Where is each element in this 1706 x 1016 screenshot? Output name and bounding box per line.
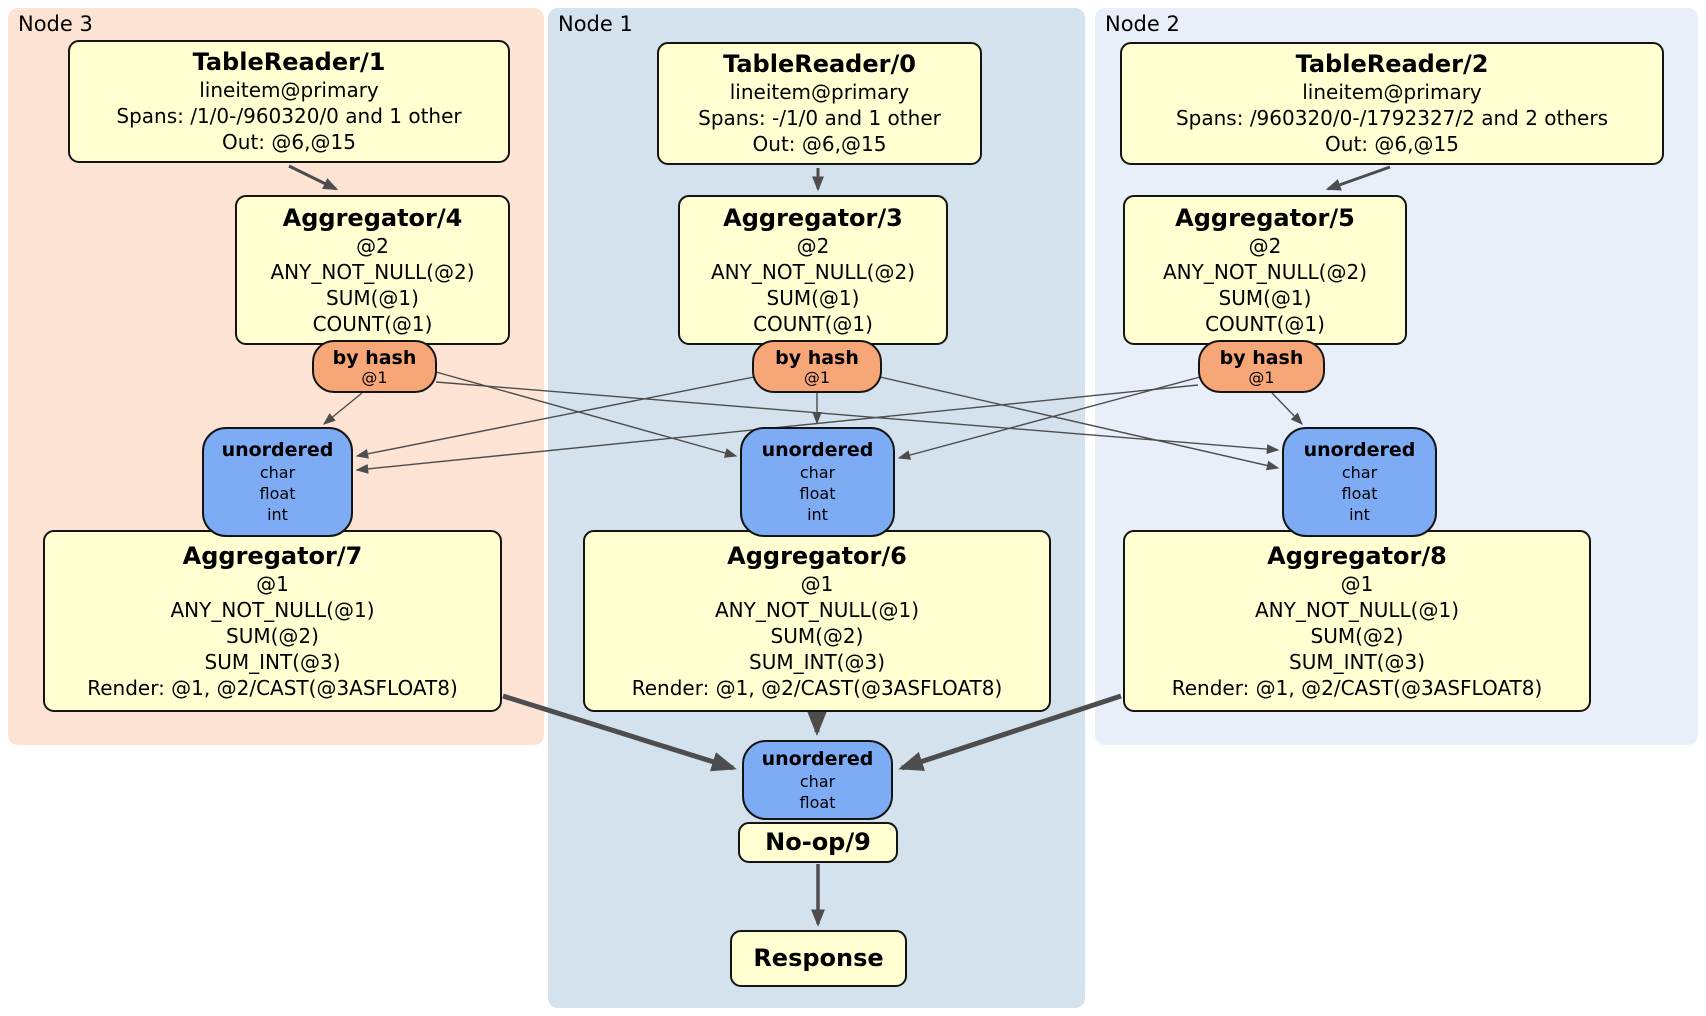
- sync-title: unordered: [1303, 439, 1416, 461]
- router-title: by hash: [332, 346, 417, 369]
- unordered-sync-node1: unordered char float int: [740, 427, 895, 537]
- processor-title: Response: [753, 944, 884, 972]
- processor-detail: Spans: /1/0-/960320/0 and 1 other: [116, 104, 462, 128]
- processor-detail: COUNT(@1): [753, 311, 873, 336]
- processor-detail: ANY_NOT_NULL(@1): [1255, 597, 1459, 622]
- processor-detail: lineitem@primary: [199, 78, 379, 102]
- processor-detail: Out: @6,@15: [222, 130, 356, 154]
- by-hash-router-node2: by hash @1: [1198, 340, 1325, 393]
- processor-detail: COUNT(@1): [312, 311, 433, 336]
- processor-detail: Render: @1, @2/CAST(@3ASFLOAT8): [87, 675, 458, 700]
- unordered-sync-node2: unordered char float int: [1282, 427, 1437, 537]
- aggregator-3-box: Aggregator/3 @2 ANY_NOT_NULL(@2) SUM(@1)…: [678, 195, 948, 345]
- processor-title: Aggregator/7: [182, 541, 363, 570]
- tablereader-1-box: TableReader/1 lineitem@primary Spans: /1…: [68, 40, 510, 163]
- aggregator-4-box: Aggregator/4 @2 ANY_NOT_NULL(@2) SUM(@1)…: [235, 195, 510, 345]
- processor-detail: lineitem@primary: [1302, 80, 1482, 104]
- processor-detail: @1: [256, 571, 289, 596]
- processor-detail: SUM(@2): [226, 623, 319, 648]
- processor-title: TableReader/0: [723, 50, 916, 78]
- sync-column-type: float: [259, 484, 296, 503]
- sync-column-type: float: [1341, 484, 1378, 503]
- processor-title: Aggregator/3: [723, 203, 903, 232]
- processor-detail: Spans: /960320/0-/1792327/2 and 2 others: [1175, 106, 1608, 130]
- router-title: by hash: [1219, 346, 1304, 369]
- processor-title: Aggregator/5: [1175, 203, 1355, 232]
- processor-detail: ANY_NOT_NULL(@2): [711, 259, 915, 284]
- node-group-label: Node 2: [1105, 12, 1180, 36]
- noop-9-box: No-op/9: [738, 822, 898, 863]
- processor-title: TableReader/1: [192, 48, 386, 76]
- processor-detail: SUM(@2): [1310, 623, 1404, 648]
- sync-column-type: char: [1341, 463, 1378, 482]
- processor-detail: COUNT(@1): [1205, 311, 1325, 336]
- sync-title: unordered: [761, 747, 874, 770]
- processor-detail: Out: @6,@15: [1325, 132, 1459, 156]
- processor-detail: Spans: -/1/0 and 1 other: [698, 106, 941, 130]
- sync-column-type: char: [799, 771, 836, 791]
- processor-detail: @1: [1340, 571, 1374, 596]
- processor-detail: ANY_NOT_NULL(@1): [715, 597, 919, 622]
- processor-detail: SUM(@1): [766, 285, 860, 310]
- sync-column-type: float: [799, 792, 836, 812]
- processor-detail: SUM(@1): [1218, 285, 1312, 310]
- tablereader-edges: [288, 164, 1391, 192]
- processor-detail: @1: [800, 571, 834, 596]
- aggregator-7-box: Aggregator/7 @1 ANY_NOT_NULL(@1) SUM(@2)…: [43, 530, 502, 712]
- processor-detail: @2: [1248, 233, 1282, 258]
- final-merge-edges: [502, 693, 1122, 772]
- sync-title: unordered: [761, 439, 874, 461]
- aggregator-8-box: Aggregator/8 @1 ANY_NOT_NULL(@1) SUM(@2)…: [1123, 530, 1591, 712]
- router-title: by hash: [775, 346, 859, 369]
- processor-title: TableReader/2: [1295, 50, 1489, 78]
- tablereader-0-box: TableReader/0 lineitem@primary Spans: -/…: [657, 42, 982, 165]
- aggregator-5-box: Aggregator/5 @2 ANY_NOT_NULL(@2) SUM(@1)…: [1123, 195, 1407, 345]
- processor-detail: Render: @1, @2/CAST(@3ASFLOAT8): [631, 675, 1003, 700]
- aggregator-6-box: Aggregator/6 @1 ANY_NOT_NULL(@1) SUM(@2)…: [583, 530, 1051, 712]
- node-group-label: Node 3: [18, 12, 93, 36]
- router-columns: @1: [803, 367, 831, 387]
- router-columns: @1: [361, 367, 388, 387]
- processor-detail: SUM_INT(@3): [204, 649, 341, 674]
- processor-detail: @2: [796, 233, 830, 258]
- unordered-sync-node3: unordered char float int: [202, 427, 353, 537]
- processor-title: Aggregator/6: [727, 541, 907, 570]
- processor-detail: SUM_INT(@3): [749, 649, 885, 674]
- router-columns: @1: [1248, 367, 1275, 387]
- processor-detail: SUM(@1): [326, 285, 419, 310]
- processor-detail: Out: @6,@15: [752, 132, 887, 156]
- tablereader-2-box: TableReader/2 lineitem@primary Spans: /9…: [1120, 42, 1664, 165]
- by-hash-router-node1: by hash @1: [752, 340, 882, 393]
- processor-detail: lineitem@primary: [729, 80, 910, 104]
- processor-detail: SUM(@2): [770, 623, 864, 648]
- sync-column-type: int: [807, 505, 828, 524]
- sync-column-type: int: [267, 505, 288, 524]
- sync-column-type: float: [799, 484, 836, 503]
- unordered-sync-final: unordered char float: [742, 740, 893, 820]
- processor-title: Aggregator/8: [1267, 541, 1447, 570]
- sync-column-type: char: [259, 463, 296, 482]
- sync-column-type: int: [1349, 505, 1370, 524]
- sync-title: unordered: [221, 439, 334, 461]
- by-hash-router-node3: by hash @1: [312, 340, 437, 393]
- processor-title: No-op/9: [765, 828, 871, 856]
- processor-detail: @2: [356, 233, 389, 258]
- sync-column-type: char: [799, 463, 836, 482]
- response-box: Response: [730, 930, 907, 987]
- processor-detail: ANY_NOT_NULL(@1): [170, 597, 375, 622]
- node-group-label: Node 1: [558, 12, 633, 36]
- processor-title: Aggregator/4: [282, 203, 463, 232]
- processor-detail: ANY_NOT_NULL(@2): [1163, 259, 1367, 284]
- processor-detail: Render: @1, @2/CAST(@3ASFLOAT8): [1171, 675, 1543, 700]
- processor-detail: SUM_INT(@3): [1289, 649, 1425, 674]
- processor-detail: ANY_NOT_NULL(@2): [270, 259, 475, 284]
